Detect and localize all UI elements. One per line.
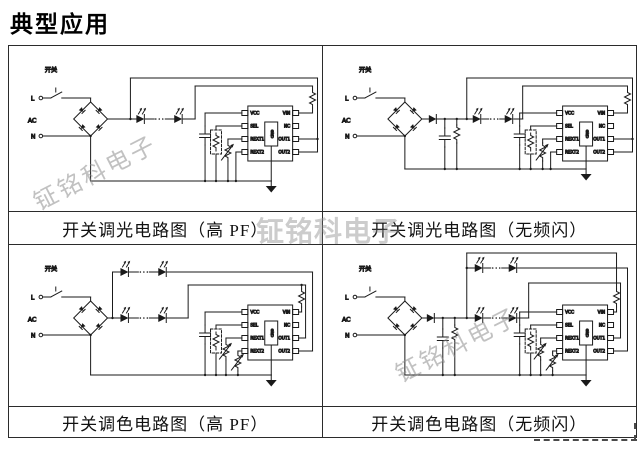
cell-dimming-no-flicker [323, 46, 637, 211]
ground-icon [265, 180, 278, 193]
dotted-resistor-icon [211, 329, 222, 353]
resistor-icon [450, 324, 458, 344]
led-icon [119, 260, 131, 277]
led-icon [173, 107, 185, 124]
page-break-dashed-line [534, 439, 637, 441]
caption-text: 开关调光电路图（无频闪） [371, 220, 588, 240]
resistor-icon [623, 89, 631, 109]
ic-chip [241, 304, 300, 361]
resistor-icon [452, 124, 460, 144]
caption-color-high-pf: 开关调色电路图（高 PF） [9, 406, 323, 437]
led-icon [473, 256, 485, 273]
circuit-dimming-no-flicker-schematic [323, 46, 634, 181]
ic-chip [241, 105, 300, 162]
cell-color-high-pf [9, 245, 323, 406]
dotted-resistor-icon [525, 329, 536, 353]
circuit-color-high-pf-schematic [9, 260, 314, 387]
led-icon [507, 306, 519, 323]
led-icon [471, 107, 483, 124]
diode-icon [427, 114, 437, 124]
led-icon [119, 306, 131, 323]
led-icon [503, 107, 515, 124]
cell-dimming-high-pf [9, 46, 323, 211]
resistor-icon [612, 288, 620, 308]
ic-chip [555, 105, 614, 162]
led-icon [157, 306, 169, 323]
ic-chip [555, 304, 614, 361]
ground-icon [265, 374, 278, 387]
capacitor-icon [438, 127, 451, 148]
ground-icon [579, 374, 592, 387]
caption-color-no-flicker: 开关调色电路图（无频闪） [322, 406, 636, 437]
caption-text: 开关调光电路图（高 PF） [62, 220, 269, 240]
capacitor-icon [513, 324, 526, 345]
diode-icon [425, 313, 435, 323]
cell-color-no-flicker [323, 245, 637, 406]
resistor-icon [298, 288, 306, 308]
capacitor-icon [199, 324, 212, 345]
application-table: 开关调光电路图（高 PF） 开关调光电路图（无频闪） [8, 45, 637, 438]
led-icon [135, 107, 147, 124]
resistor-icon [309, 89, 317, 109]
page-title: 典型应用 [10, 12, 110, 38]
caption-text: 开关调色电路图（高 PF） [62, 414, 269, 434]
capacitor-icon [436, 328, 449, 349]
ground-icon [579, 168, 592, 181]
page-break-dashed-edge [634, 423, 636, 441]
circuit-dimming-high-pf-schematic [9, 46, 319, 193]
led-icon [473, 306, 485, 323]
caption-text: 开关调色电路图（无频闪） [371, 414, 588, 434]
capacitor-icon [199, 125, 212, 146]
dotted-resistor-icon [525, 130, 536, 154]
led-icon [157, 260, 169, 277]
dotted-resistor-icon [211, 130, 222, 154]
capacitor-icon [513, 125, 526, 146]
caption-dimming-high-pf: 开关调光电路图（高 PF） [9, 211, 323, 245]
led-icon [507, 256, 519, 273]
caption-dimming-no-flicker: 开关调光电路图（无频闪） [322, 211, 636, 245]
circuit-color-no-flicker-schematic [323, 252, 628, 387]
